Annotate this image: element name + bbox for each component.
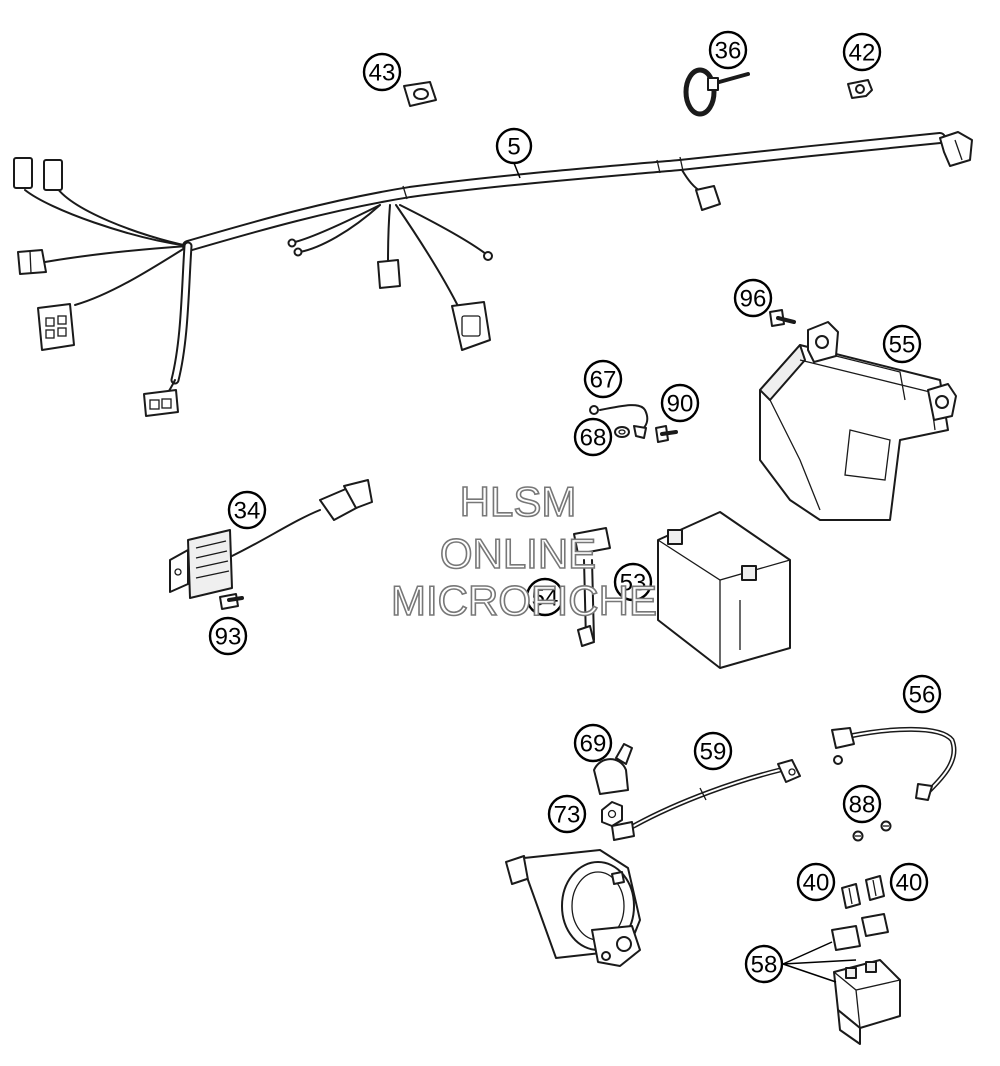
callout-54-label: 54 <box>532 585 559 612</box>
voltage-regulator[interactable] <box>169 479 373 599</box>
callout-67: 67 <box>583 359 623 399</box>
screw-pair-88[interactable] <box>852 820 892 842</box>
screw-93[interactable] <box>219 593 244 610</box>
callout-42: 42 <box>842 32 882 72</box>
negative-cable[interactable] <box>831 726 957 801</box>
wire-clip[interactable] <box>847 79 873 99</box>
callout-59-label: 59 <box>700 739 727 766</box>
callout-40-left-label: 40 <box>803 870 830 897</box>
callout-55-label: 55 <box>889 332 916 359</box>
callout-58: 58 <box>744 944 784 984</box>
main-wiring-harness[interactable] <box>13 131 973 417</box>
callout-88: 88 <box>842 784 882 824</box>
callout-56-label: 56 <box>909 682 936 709</box>
callout-68-label: 68 <box>580 425 607 452</box>
screw-90[interactable] <box>655 425 678 443</box>
callout-58-label: 58 <box>751 952 778 979</box>
callout-43-label: 43 <box>369 60 396 87</box>
ground-cable[interactable] <box>589 404 649 439</box>
callout-59: 59 <box>693 731 733 771</box>
callout-73-label: 73 <box>554 802 581 829</box>
callout-56: 56 <box>902 674 942 714</box>
fuse-right[interactable] <box>865 875 885 901</box>
cable-tie[interactable] <box>683 67 750 117</box>
callout-43: 43 <box>362 52 402 92</box>
callout-42-label: 42 <box>849 40 876 67</box>
battery-strap[interactable] <box>573 527 611 647</box>
callout-36: 36 <box>708 30 748 70</box>
callout-40-right-label: 40 <box>896 870 923 897</box>
callout-40-left: 40 <box>796 862 836 902</box>
callout-55: 55 <box>882 324 922 364</box>
callout-40-right: 40 <box>889 862 929 902</box>
callout-90-label: 90 <box>667 391 694 418</box>
callout-93-label: 93 <box>215 624 242 651</box>
watermark: HLSM ONLINE MICROFICHE <box>390 477 658 625</box>
washer-68[interactable] <box>614 426 630 438</box>
nut-73[interactable] <box>601 801 623 827</box>
battery-holder[interactable] <box>759 321 957 521</box>
watermark-line-3: MICROFICHE <box>391 577 657 624</box>
callout-5-label: 5 <box>507 134 520 161</box>
watermark-line-1: HLSM <box>460 478 577 525</box>
battery[interactable] <box>657 511 791 669</box>
callout-53: 53 <box>613 562 653 602</box>
callout-96-label: 96 <box>740 286 767 313</box>
fuse-left[interactable] <box>841 883 861 909</box>
callout-73: 73 <box>547 794 587 834</box>
screw-96[interactable] <box>769 309 796 327</box>
callout-69-label: 69 <box>580 731 607 758</box>
terminal-cover[interactable] <box>593 743 633 795</box>
callout-53-label: 53 <box>620 570 647 597</box>
callout-69: 69 <box>573 723 613 763</box>
callout-68: 68 <box>573 417 613 457</box>
callout-5: 5 <box>495 127 533 179</box>
callout-96: 96 <box>733 278 773 318</box>
callout-67-label: 67 <box>590 367 617 394</box>
starter-relay[interactable] <box>782 913 901 1045</box>
callout-34-label: 34 <box>234 498 261 525</box>
watermark-line-2: ONLINE <box>440 530 596 577</box>
rubber-grommet[interactable] <box>403 81 437 107</box>
starter-motor[interactable] <box>505 849 641 967</box>
callout-54: 54 <box>525 577 565 617</box>
callout-36-label: 36 <box>715 38 742 65</box>
callout-93: 93 <box>208 616 248 656</box>
callout-90: 90 <box>660 383 700 423</box>
starter-cable[interactable] <box>611 759 801 841</box>
callout-34: 34 <box>227 490 267 530</box>
callout-88-label: 88 <box>849 792 876 819</box>
